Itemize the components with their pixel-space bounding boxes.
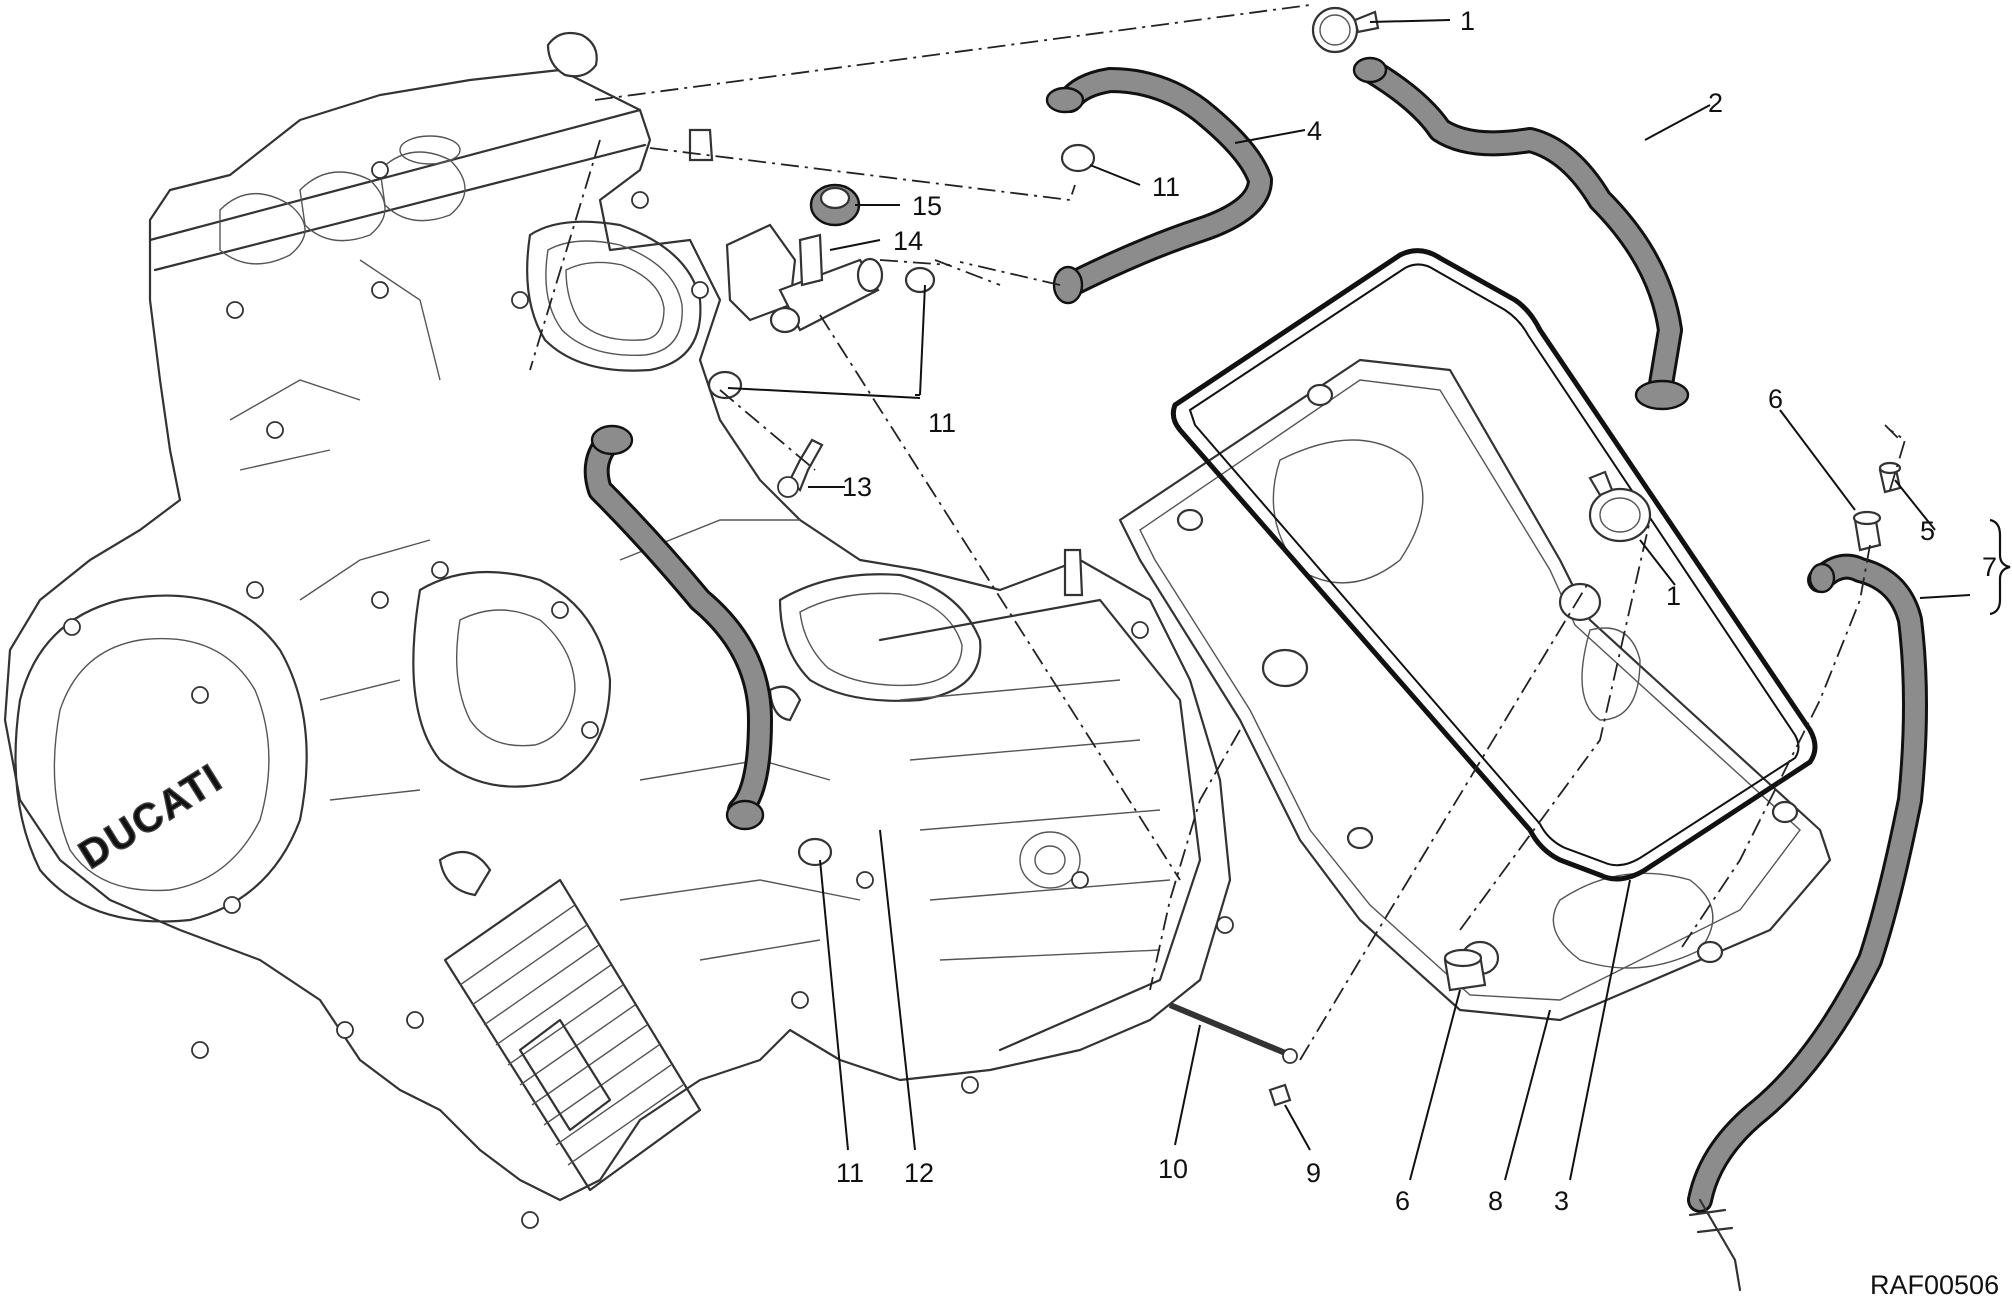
intake-port-front — [778, 573, 982, 702]
leader-lines — [727, 19, 1971, 1181]
callout-12: 12 — [904, 1158, 934, 1188]
callout-4: 4 — [1307, 116, 1322, 146]
ducati-engraving: DUCATI — [71, 755, 230, 877]
callout-8: 8 — [1488, 1186, 1503, 1216]
group-bracket — [1989, 518, 2011, 616]
callout-11-mid: 11 — [928, 408, 956, 438]
callout-7: 7 — [1982, 552, 1997, 582]
head-cover-gasket — [1170, 248, 1818, 882]
callout-1-top: 1 — [1460, 6, 1475, 36]
callout-14: 14 — [893, 226, 923, 256]
callout-13: 13 — [842, 472, 872, 502]
callout-2: 2 — [1708, 88, 1723, 118]
callout-9: 9 — [1306, 1158, 1321, 1188]
callout-11-bottom: 11 — [836, 1158, 864, 1188]
engine-bolts — [63, 161, 1234, 1229]
engine-block: DUCATI — [3, 31, 1234, 1229]
assembly-lines — [529, 4, 1907, 1061]
oil-cooler — [443, 878, 702, 1192]
callout-labels: 1 2 4 11 15 14 11 13 6 5 1 7 11 12 10 9 … — [836, 6, 1997, 1216]
drawing-reference-code: RAF00506 — [1870, 1270, 1999, 1300]
callout-6-bottom: 6 — [1395, 1186, 1410, 1216]
clutch-cover: DUCATI — [14, 594, 308, 923]
callout-5: 5 — [1920, 516, 1935, 546]
small-parts — [707, 6, 1902, 1107]
callout-10: 10 — [1158, 1154, 1188, 1184]
callout-15: 15 — [912, 191, 942, 221]
intake-port-rear — [526, 220, 702, 372]
hoses — [583, 56, 1928, 1292]
callout-6-top: 6 — [1768, 384, 1783, 414]
callout-3: 3 — [1554, 1186, 1569, 1216]
callout-11-top: 11 — [1152, 172, 1180, 202]
callout-1-mid: 1 — [1666, 581, 1681, 611]
